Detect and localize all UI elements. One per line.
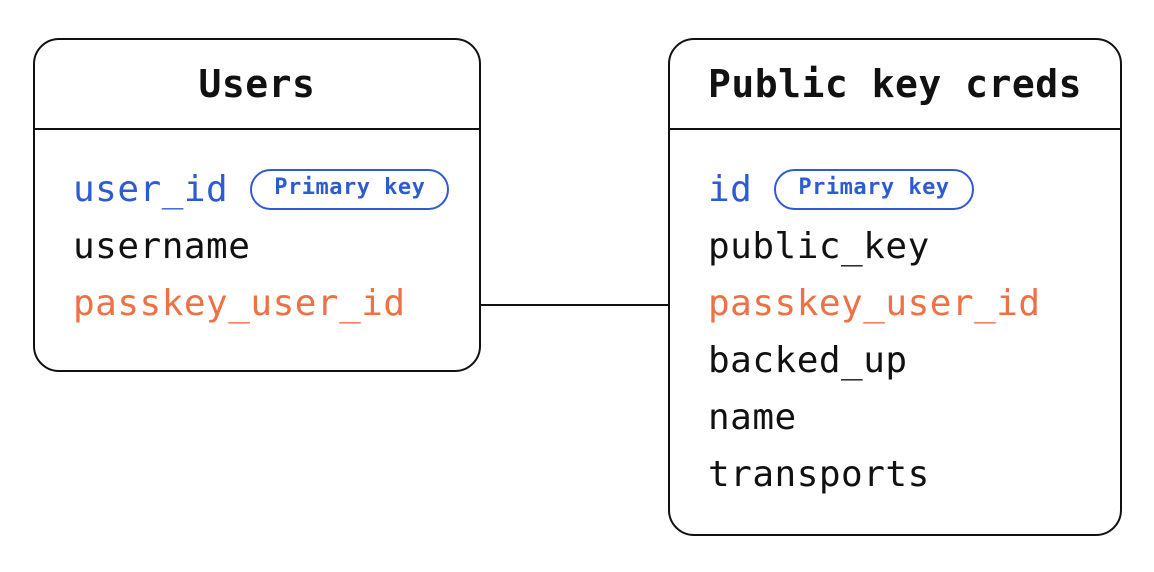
relationship-line <box>481 304 668 306</box>
field-name: passkey_user_id <box>73 283 406 324</box>
field-name: id <box>708 169 753 210</box>
table-users-fields: user_id Primary key username passkey_use… <box>35 130 479 332</box>
field-row-username: username <box>73 218 479 275</box>
field-row-name: name <box>708 389 1120 446</box>
field-row-public-key: public_key <box>708 218 1120 275</box>
field-name: user_id <box>73 169 229 210</box>
field-row-backed-up: backed_up <box>708 332 1120 389</box>
table-users-header: Users <box>35 40 479 130</box>
table-public-key-creds-fields: id Primary key public_key passkey_user_i… <box>670 130 1120 503</box>
field-name: name <box>708 397 797 438</box>
field-row-transports: transports <box>708 446 1120 503</box>
table-public-key-creds-title: Public key creds <box>707 62 1083 106</box>
table-public-key-creds[interactable]: Public key creds id Primary key public_k… <box>668 38 1122 536</box>
field-row-passkey-user-id: passkey_user_id <box>73 275 479 332</box>
field-name: public_key <box>708 226 930 267</box>
field-name: backed_up <box>708 340 908 381</box>
field-row-passkey-user-id: passkey_user_id <box>708 275 1120 332</box>
primary-key-badge: Primary key <box>774 169 974 210</box>
field-row-user-id: user_id Primary key <box>73 161 479 218</box>
primary-key-badge: Primary key <box>250 169 450 210</box>
table-users[interactable]: Users user_id Primary key username passk… <box>33 38 481 372</box>
field-name: passkey_user_id <box>708 283 1041 324</box>
field-name: username <box>73 226 251 267</box>
field-name: transports <box>708 454 930 495</box>
table-public-key-creds-header: Public key creds <box>670 40 1120 130</box>
field-row-id: id Primary key <box>708 161 1120 218</box>
table-users-title: Users <box>198 62 316 106</box>
